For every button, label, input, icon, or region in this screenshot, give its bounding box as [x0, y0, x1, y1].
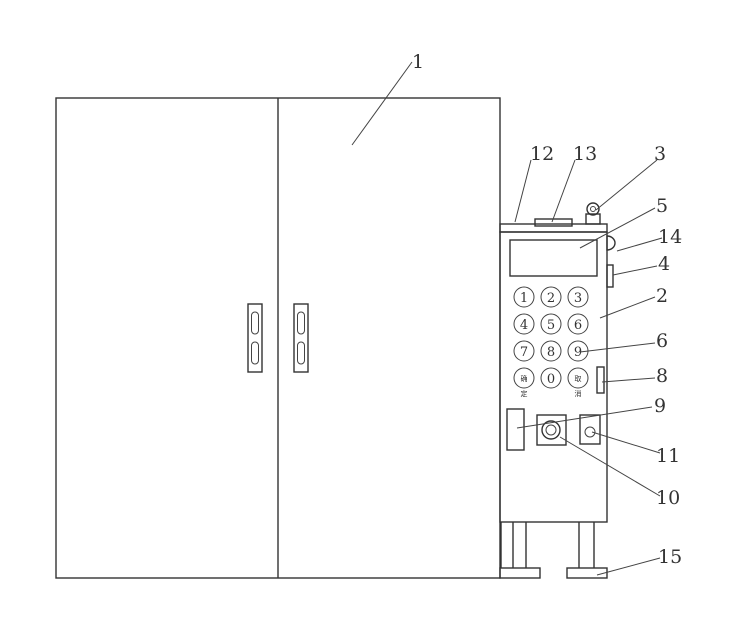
key-5[interactable]: 5 [540, 313, 562, 335]
label-6: 6 [656, 330, 668, 352]
key-2[interactable]: 2 [540, 286, 562, 308]
svg-text:定: 定 [521, 389, 528, 398]
top-strip [499, 223, 608, 233]
svg-text:0: 0 [547, 372, 555, 387]
panel-body [499, 231, 608, 523]
label-13: 13 [573, 143, 597, 165]
svg-text:6: 6 [574, 318, 582, 333]
label-5: 5 [656, 195, 668, 217]
side-slot [596, 366, 605, 394]
switch-item-11 [579, 414, 601, 445]
leader-lines [351, 61, 663, 576]
label-8: 8 [656, 365, 668, 387]
svg-text:7: 7 [520, 345, 528, 360]
label-4: 4 [658, 253, 670, 275]
label-10: 10 [656, 487, 680, 509]
key-8[interactable]: 8 [540, 340, 562, 362]
key-confirm[interactable]: 确定 [513, 367, 535, 398]
label-11: 11 [656, 445, 680, 467]
svg-text:取: 取 [575, 375, 582, 383]
indicator-light [606, 235, 616, 251]
lock-cylinder [536, 414, 567, 446]
label-12: 12 [530, 143, 554, 165]
svg-text:3: 3 [574, 291, 582, 306]
key-6[interactable]: 6 [567, 313, 589, 335]
control-panel: 1 2 3 4 5 6 7 8 9 确定 0 取消 [499, 202, 616, 579]
key-0[interactable]: 0 [540, 367, 562, 389]
svg-text:2: 2 [547, 291, 555, 306]
key-3[interactable]: 3 [567, 286, 589, 308]
label-1: 1 [412, 51, 424, 73]
left-door-handle [247, 303, 263, 373]
svg-text:确: 确 [521, 374, 528, 383]
key-4[interactable]: 4 [513, 313, 535, 335]
label-14: 14 [658, 226, 682, 248]
key-cancel[interactable]: 取消 [567, 367, 589, 398]
reference-labels: 1 12 13 3 5 14 4 2 6 8 9 11 10 15 [412, 51, 682, 568]
side-port [606, 264, 614, 288]
display-screen [509, 239, 598, 277]
label-15: 15 [658, 546, 682, 568]
svg-text:9: 9 [574, 345, 582, 360]
keypad: 1 2 3 4 5 6 7 8 9 确定 0 取消 [513, 286, 589, 398]
svg-text:5: 5 [547, 318, 555, 333]
key-7[interactable]: 7 [513, 340, 535, 362]
label-2: 2 [656, 285, 668, 307]
svg-text:4: 4 [520, 318, 528, 333]
key-1[interactable]: 1 [513, 286, 535, 308]
svg-text:1: 1 [520, 291, 528, 306]
label-9: 9 [654, 395, 666, 417]
label-3: 3 [654, 143, 666, 165]
card-slot [506, 408, 525, 451]
svg-text:8: 8 [547, 345, 555, 360]
legs [499, 522, 608, 579]
top-plate [534, 218, 573, 227]
svg-text:消: 消 [575, 389, 582, 398]
cabinet [55, 97, 501, 579]
right-door-handle [293, 303, 309, 373]
knob-item-3 [585, 202, 601, 225]
